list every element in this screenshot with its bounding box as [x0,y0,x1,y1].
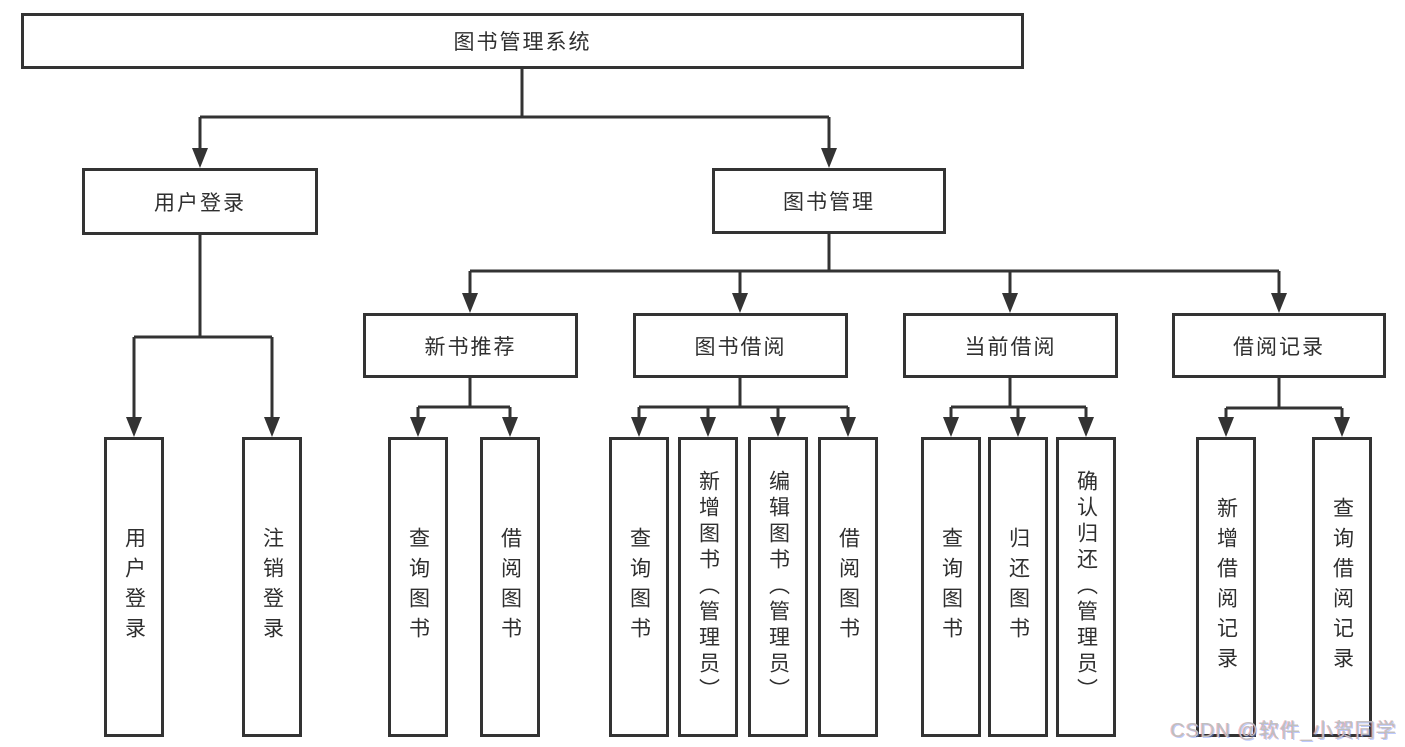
leaf-cb-query-books: 查询图书 [921,437,981,737]
leaf-bb-add-books-label: 新增图书（管理员） [696,470,720,704]
node-borrow-records: 借阅记录 [1172,313,1386,378]
leaf-user-login: 用户登录 [104,437,164,737]
leaf-bb-borrow-books: 借阅图书 [818,437,878,737]
connector-borrowrecords-to-leaves [1224,378,1344,419]
connector-bookmgmt-to-level3 [468,233,1281,295]
leaf-cb-confirm-return-label: 确认归还（管理员） [1074,470,1098,704]
connector-bookborrow-to-leaves [637,378,850,419]
leaf-cb-return-books-label: 归还图书 [1006,527,1030,647]
leaf-br-add-record-label: 新增借阅记录 [1214,497,1238,677]
leaf-rec-query-books-label: 查询图书 [406,527,430,647]
leaf-rec-query-books: 查询图书 [388,437,448,737]
connector-root-to-level2 [198,68,831,150]
leaf-logout: 注销登录 [242,437,302,737]
node-current-borrow: 当前借阅 [903,313,1118,378]
leaf-bb-query-books: 查询图书 [609,437,669,737]
node-book-management: 图书管理 [712,168,946,234]
leaf-cb-return-books: 归还图书 [988,437,1048,737]
leaf-cb-confirm-return: 确认归还（管理员） [1056,437,1116,737]
leaf-rec-borrow-books-label: 借阅图书 [498,527,522,647]
node-new-book-recommend: 新书推荐 [363,313,578,378]
leaf-user-login-label: 用户登录 [122,527,146,647]
csdn-watermark: CSDN @软件_小贺同学 [1170,720,1397,742]
leaf-rec-borrow-books: 借阅图书 [480,437,540,737]
leaf-bb-query-books-label: 查询图书 [627,527,651,647]
leaf-bb-edit-books: 编辑图书（管理员） [748,437,808,737]
leaf-br-add-record: 新增借阅记录 [1196,437,1256,737]
arrowheads [126,148,1350,437]
node-root-system: 图书管理系统 [21,13,1024,69]
leaf-bb-borrow-books-label: 借阅图书 [836,527,860,647]
leaf-logout-label: 注销登录 [260,527,284,647]
node-user-login: 用户登录 [82,168,318,235]
leaf-cb-query-books-label: 查询图书 [939,527,963,647]
node-book-borrow: 图书借阅 [633,313,848,378]
leaf-bb-edit-books-label: 编辑图书（管理员） [766,470,790,704]
connector-userlogin-to-leaves [132,235,274,419]
leaf-br-query-record-label: 查询借阅记录 [1330,497,1354,677]
connector-newbookrec-to-leaves [416,378,512,419]
leaf-bb-add-books: 新增图书（管理员） [678,437,738,737]
connector-currentborrow-to-leaves [949,378,1088,419]
leaf-br-query-record: 查询借阅记录 [1312,437,1372,737]
